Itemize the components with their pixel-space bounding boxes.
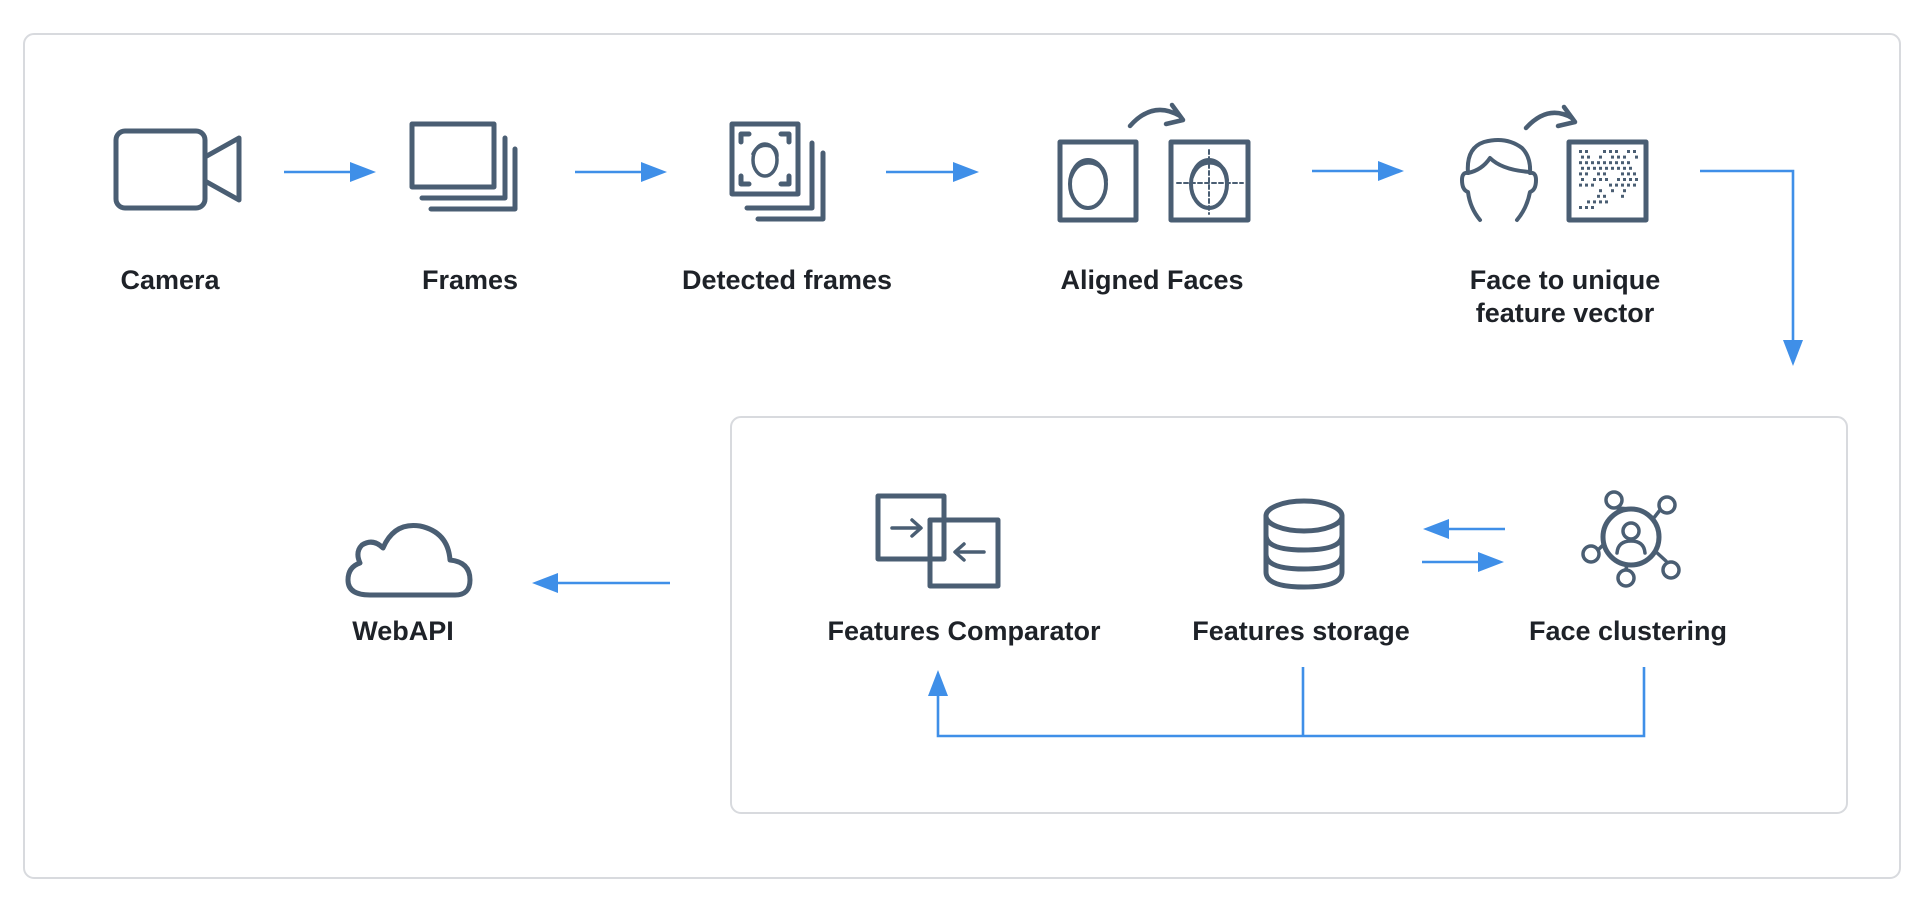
- arrow-vector-to-backend: [1700, 169, 1803, 366]
- vector-label-line1: Face to unique: [1470, 265, 1661, 295]
- comparator-label: Features Comparator: [827, 616, 1101, 646]
- arrow-frames-to-detected: [575, 162, 667, 182]
- database-icon: [1263, 498, 1345, 590]
- frames-icon: [409, 121, 518, 212]
- backend-frame: [730, 416, 1848, 814]
- detected-frames-label: Detected frames: [682, 265, 892, 295]
- aligned-faces-label: Aligned Faces: [1060, 265, 1243, 295]
- webapi-label: WebAPI: [352, 616, 454, 646]
- camera-icon: [113, 128, 242, 211]
- arrow-aligned-to-vector: [1312, 161, 1404, 181]
- camera-label: Camera: [120, 265, 220, 295]
- vector-label-line2: feature vector: [1476, 298, 1655, 328]
- cloud-icon: [345, 522, 473, 598]
- aligned-faces-icon: [1057, 102, 1251, 223]
- feature-vector-dots: [1579, 150, 1638, 209]
- storage-label: Features storage: [1192, 616, 1410, 646]
- arrow-backend-to-webapi: [532, 573, 670, 593]
- clustering-icon: [1581, 490, 1681, 588]
- comparator-icon: [875, 493, 1001, 589]
- arrow-camera-to-frames: [284, 162, 376, 182]
- arrow-clustering-to-storage: [1423, 519, 1505, 539]
- arrow-storage-to-clustering: [1422, 552, 1504, 572]
- face-to-vector-icon: [1460, 104, 1649, 223]
- frames-label: Frames: [422, 265, 518, 295]
- feedback-connector: [928, 667, 1646, 738]
- detected-frames-icon: [729, 121, 826, 222]
- outer-frame: [23, 33, 1901, 879]
- clustering-label: Face clustering: [1529, 616, 1727, 646]
- arrow-detected-to-aligned: [886, 162, 979, 182]
